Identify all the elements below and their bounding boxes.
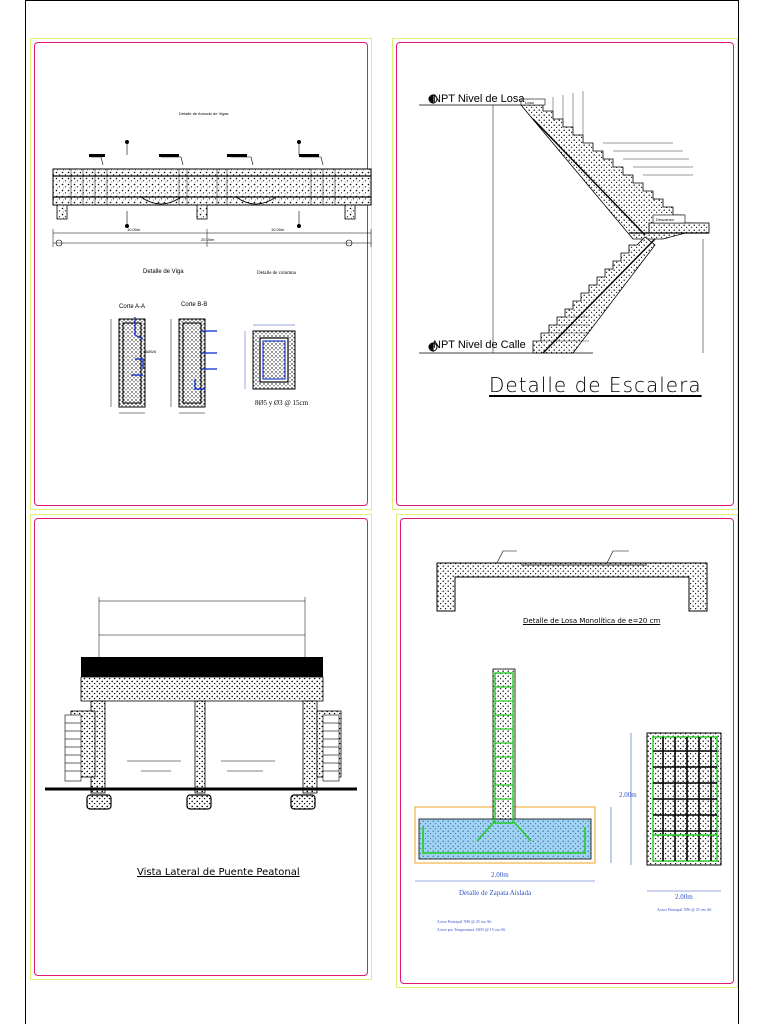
stair-drawing xyxy=(419,91,710,354)
slab-title: Detalle de Losa Monolítica de e=20 cm xyxy=(523,617,661,625)
bridge-deck xyxy=(81,657,323,677)
footing-elevation xyxy=(414,668,612,882)
stair-title: Detalle de Escalera xyxy=(489,373,702,397)
footing-plan xyxy=(630,732,722,892)
panel-stair-detail: NPT Nivel de Losa Losa Descanso NPT Nive… xyxy=(392,38,738,510)
panel-frame xyxy=(34,42,368,506)
beam-plan-title: Detalle de Armado de Vigas xyxy=(179,111,229,116)
bottom-level-label: NPT Nivel de Calle xyxy=(433,339,526,351)
section-a-title: Corte A-A xyxy=(119,304,146,310)
plan-width-dim: 2.00m xyxy=(675,893,693,901)
footing-title: Detalle de Zapata Aislada xyxy=(459,889,532,897)
top-level-label: NPT Nivel de Losa xyxy=(433,93,525,105)
lower-flight xyxy=(532,236,656,354)
losa-box-label: Losa xyxy=(525,100,534,105)
sheet-border xyxy=(25,0,739,1024)
panel-foundation: Detalle de Losa Monolítica de e=20 cm 2.… xyxy=(396,514,738,988)
span-left-dim: 10.00m xyxy=(127,227,141,232)
monolithic-slab xyxy=(436,550,708,612)
bridge-dimensions xyxy=(98,597,306,657)
landing-box-label: Descanso xyxy=(656,217,674,222)
plan-note: Acero Principal 7Ø6 @ 25 cm A6 xyxy=(657,907,712,912)
column-section xyxy=(244,324,296,390)
span-total-dim: 20.00m xyxy=(201,237,215,242)
landing xyxy=(629,214,710,234)
section-b-title: Corte B-B xyxy=(181,302,208,308)
panel-frame xyxy=(396,42,734,506)
bridge-footings xyxy=(86,794,316,810)
plan-height-dim: 2.00m xyxy=(619,791,637,799)
panel-frame xyxy=(34,518,368,976)
bridge-columns xyxy=(70,700,342,794)
bridge-title: Vista Lateral de Puente Peatonal xyxy=(137,867,300,878)
beam-detail-title: Detalle de Viga xyxy=(143,269,184,275)
upper-flight xyxy=(520,91,694,240)
side-stairs xyxy=(64,714,340,782)
note-main: Acero Principal 7Ø6 @ 25 cm A6 xyxy=(437,919,492,924)
beam-elevation xyxy=(52,140,372,247)
section-a-a xyxy=(110,317,146,414)
foundation-drawing xyxy=(414,550,722,892)
section-b-b xyxy=(170,318,217,414)
panel-frame xyxy=(400,518,734,984)
column-detail-title: Detalle de columna xyxy=(257,271,296,276)
bridge-drawing xyxy=(45,597,357,810)
column-spec: 8Ø5 y Ø3 @ 15cm xyxy=(255,399,309,407)
span-right-dim: 10.00m xyxy=(271,227,285,232)
note-temp: Acero por Temperatura 13Ø3 @ 15 cm A6 xyxy=(437,927,506,932)
footing-width-dim: 2.00m xyxy=(491,871,509,879)
panel-bridge-view: Vista Lateral de Puente Peatonal xyxy=(30,514,372,980)
bar-callout: 6Ø5/8 xyxy=(145,349,156,354)
panel-beam-details: Detalle de Armado de Vigas 10.00m 10.00m… xyxy=(30,38,372,510)
beam-details-drawing xyxy=(52,140,372,414)
